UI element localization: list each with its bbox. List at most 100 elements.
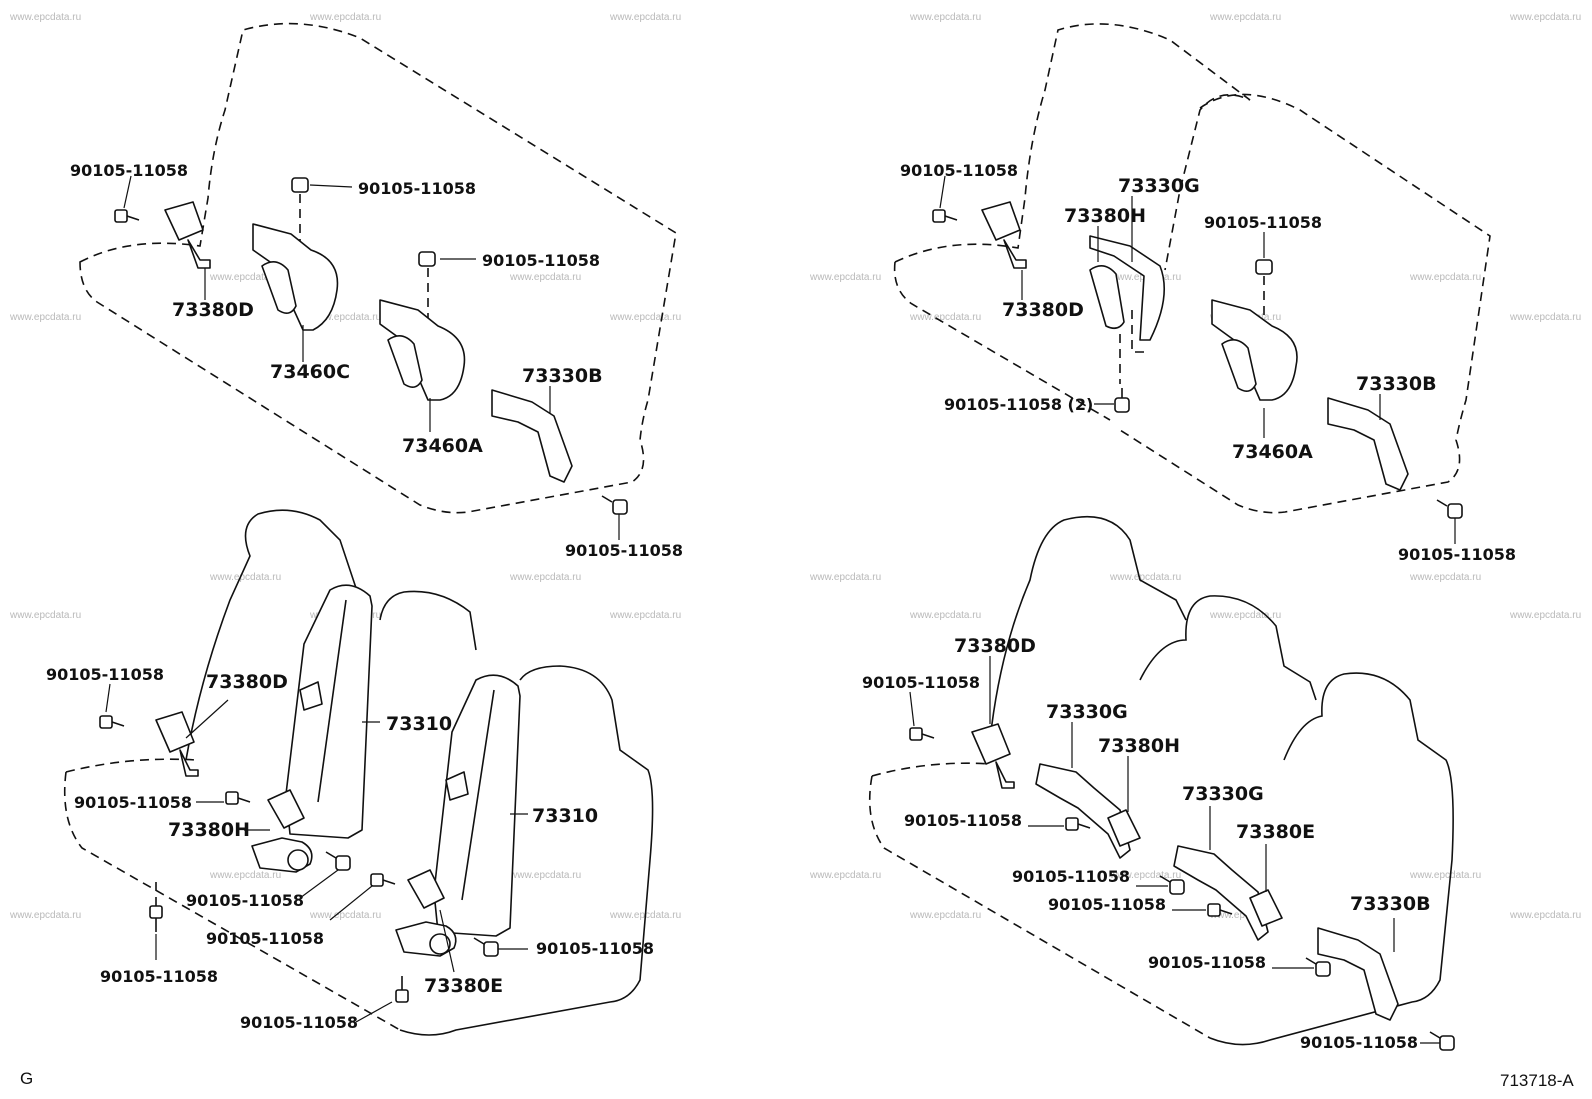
part-number-label: 90105-11058 <box>206 929 324 948</box>
part-code-label: 73380E <box>424 975 503 997</box>
part-number-label: 90105-11058 <box>900 161 1018 180</box>
bolt-icon <box>1114 388 1130 413</box>
bolt-icon <box>909 727 935 741</box>
panel-top-right: 90105-11058 73330G 73380H 90105-11058 73… <box>893 23 1516 564</box>
bolt-icon <box>370 873 396 887</box>
watermark: www.epcdata.ru <box>309 910 381 921</box>
bolt-icon <box>1065 817 1091 831</box>
watermark: www.epcdata.ru <box>9 910 81 921</box>
watermark: www.epcdata.ru <box>809 572 881 583</box>
part-number-label: 90105-11058 <box>565 541 683 560</box>
buckle-icon <box>267 789 305 829</box>
watermark: www.epcdata.ru <box>209 572 281 583</box>
bolt-icon <box>395 976 409 1003</box>
part-code-label: 73380E <box>1236 821 1315 843</box>
panel-bottom-right: 73380D 90105-11058 73330G 73380H 90105-1… <box>862 516 1455 1052</box>
part-number-label: 90105-11058 <box>1300 1033 1418 1052</box>
part-code-label: 73330B <box>1350 893 1431 915</box>
bolt-icon <box>932 209 958 223</box>
bolt-icon <box>1305 957 1331 977</box>
part-code-label: 73330B <box>1356 373 1437 395</box>
part-number-label: 90105-11058 <box>1148 953 1266 972</box>
part-number-label: 90105-11058 <box>536 939 654 958</box>
belt-anchor <box>1317 927 1399 1021</box>
watermark: www.epcdata.ru <box>1509 610 1581 621</box>
part-number-label: 90105-11058 <box>358 179 476 198</box>
part-code-label: 73330G <box>1046 701 1128 723</box>
part-code-label: 73310 <box>386 713 452 735</box>
belt-buckle-assembly <box>1089 235 1166 341</box>
watermark: www.epcdata.ru <box>809 272 881 283</box>
part-code-label: 73380H <box>1098 735 1180 757</box>
watermark: www.epcdata.ru <box>9 312 81 323</box>
watermark: www.epcdata.ru <box>1209 12 1281 23</box>
part-number-label: 90105-11058 (2) <box>944 395 1093 414</box>
part-code-label: 73380D <box>1002 299 1084 321</box>
part-number-label: 90105-11058 <box>862 673 980 692</box>
part-number-label: 90105-11058 <box>904 811 1022 830</box>
belt-anchor <box>1035 763 1131 859</box>
buckle-icon <box>1107 809 1141 847</box>
seatbelt-retractor <box>285 584 373 839</box>
watermark: www.epcdata.ru <box>1409 572 1481 583</box>
part-number-label: 90105-11058 <box>100 967 218 986</box>
watermark: www.epcdata.ru <box>509 272 581 283</box>
belt-anchor <box>491 389 573 483</box>
part-code-label: 73380H <box>168 819 250 841</box>
watermark: www.epcdata.ru <box>1209 610 1281 621</box>
watermark: www.epcdata.ru <box>9 610 81 621</box>
part-code-label: 73460A <box>402 435 483 457</box>
bolt-icon <box>149 880 163 932</box>
seat-back-outline <box>989 516 1187 741</box>
part-code-label: 73380D <box>206 671 288 693</box>
watermark: www.epcdata.ru <box>209 272 281 283</box>
watermark: www.epcdata.ru <box>1509 12 1581 23</box>
part-code-label: 73330G <box>1118 175 1200 197</box>
watermark: www.epcdata.ru <box>509 870 581 881</box>
seat-back-outline <box>185 509 361 761</box>
buckle-icon <box>164 201 204 241</box>
seat-outline <box>1119 93 1491 514</box>
part-code-label: 73330B <box>522 365 603 387</box>
bolt-icon <box>114 209 140 223</box>
part-number-label: 90105-11058 <box>74 793 192 812</box>
part-code-label: 73310 <box>532 805 598 827</box>
watermark: www.epcdata.ru <box>909 12 981 23</box>
watermark: www.epcdata.ru <box>309 12 381 23</box>
bolt-icon <box>225 791 251 805</box>
belt-buckle-assembly <box>379 299 466 401</box>
bolt-icon <box>1207 903 1233 917</box>
part-code-label: 73460C <box>270 361 350 383</box>
watermark: www.epcdata.ru <box>1109 870 1181 881</box>
watermark: www.epcdata.ru <box>1509 910 1581 921</box>
watermark: www.epcdata.ru <box>1509 312 1581 323</box>
belt-anchor <box>1327 397 1409 491</box>
part-number-label: 90105-11058 <box>482 251 600 270</box>
watermark: www.epcdata.ru <box>609 312 681 323</box>
part-number-label: 90105-11058 <box>70 161 188 180</box>
part-number-label: 90105-11058 <box>1048 895 1166 914</box>
watermark-layer: www.epcdata.ru www.epcdata.ru www.epcdat… <box>9 12 1581 921</box>
watermark: www.epcdata.ru <box>609 610 681 621</box>
bolt-icon <box>473 937 499 957</box>
part-number-label: 90105-11058 <box>1398 545 1516 564</box>
watermark: www.epcdata.ru <box>1409 272 1481 283</box>
part-number-label: 90105-11058 <box>1204 213 1322 232</box>
watermark: www.epcdata.ru <box>909 312 981 323</box>
panel-top-left: 90105-11058 90105-11058 90105-11058 7338… <box>70 22 683 560</box>
watermark: www.epcdata.ru <box>1409 870 1481 881</box>
seat-outline <box>894 23 1251 271</box>
part-code-label: 73460A <box>1232 441 1313 463</box>
watermark: www.epcdata.ru <box>809 870 881 881</box>
bolt-icon <box>601 495 628 515</box>
belt-buckle-assembly <box>252 223 339 331</box>
part-number-label: 90105-11058 <box>1012 867 1130 886</box>
bolt-icon <box>325 851 351 871</box>
buckle-icon <box>971 723 1011 765</box>
part-code-label: 73380H <box>1064 205 1146 227</box>
corner-letter: G <box>20 1069 33 1088</box>
part-code-label: 73330G <box>1182 783 1264 805</box>
part-number-label: 90105-11058 <box>46 665 164 684</box>
watermark: www.epcdata.ru <box>509 572 581 583</box>
watermark: www.epcdata.ru <box>1109 572 1181 583</box>
